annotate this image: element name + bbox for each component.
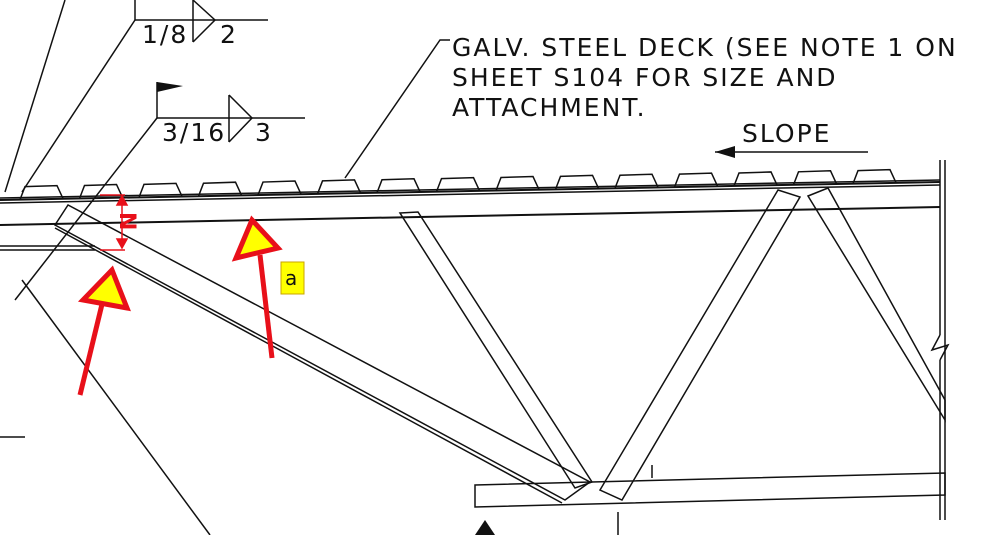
red-arrow-2 (231, 215, 283, 359)
weld-length-1: 2 (220, 20, 238, 49)
deck-note-line-3: ATTACHMENT. (452, 93, 647, 122)
deck-rib (554, 174, 600, 190)
weld-triangle-1 (192, 0, 217, 43)
deck-note-line-1: GALV. STEEL DECK (SEE NOTE 1 ON (452, 33, 958, 62)
deck-rib (78, 183, 124, 199)
deck-rib (852, 168, 897, 184)
deck-rib (316, 179, 362, 195)
deck-rib (733, 171, 778, 187)
slope-label: SLOPE (742, 119, 831, 148)
deck-rib (614, 173, 659, 189)
deck-rib (673, 172, 719, 188)
weld-symbol-1 (134, 0, 268, 21)
weld-triangle-2 (228, 94, 254, 143)
weld-symbol-2 (156, 82, 305, 119)
weld-size-2: 3/16 (162, 118, 226, 147)
deck-rib (792, 170, 838, 186)
deck-rib (376, 178, 421, 194)
web-member (398, 211, 594, 489)
leader-line (21, 19, 136, 193)
leader-line (14, 117, 158, 301)
end-diagonal (53, 204, 592, 501)
dimension-label: N (114, 212, 139, 230)
callout-box (280, 261, 305, 295)
leader-line (21, 279, 211, 535)
deck-rib (138, 182, 183, 198)
red-arrow-1 (77, 265, 131, 396)
deck-rib (435, 176, 481, 192)
deck-note-line-2: SHEET S104 FOR SIZE AND (452, 63, 838, 92)
web-member (598, 189, 802, 501)
weld-size-1: 1/8 (142, 20, 188, 49)
deck-rib (257, 180, 302, 196)
callout-label: a (285, 266, 297, 290)
deck-note-leader (344, 39, 450, 179)
deck-rib (197, 181, 243, 197)
leader-line (4, 0, 66, 193)
steel-deck (0, 168, 941, 200)
deck-rib (19, 184, 64, 200)
web-member (806, 187, 946, 423)
weld-length-2: 3 (255, 118, 273, 147)
deck-rib (495, 175, 540, 191)
